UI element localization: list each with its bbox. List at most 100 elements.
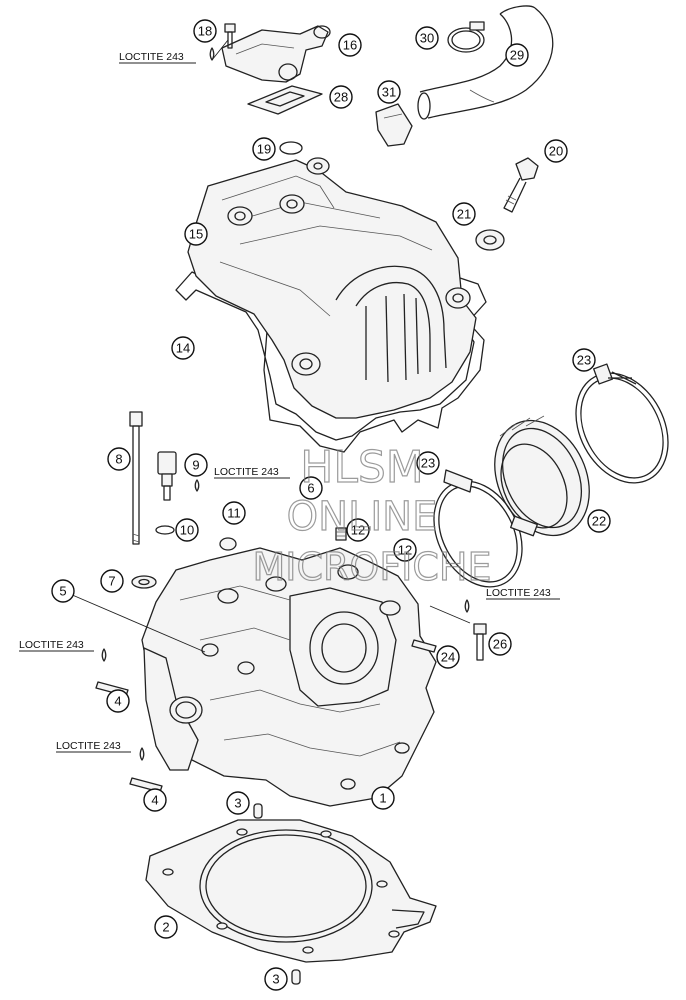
svg-text:29: 29 — [510, 48, 524, 63]
watermark-line-1: HLSM — [300, 442, 424, 493]
callout-9: 9 — [184, 453, 208, 477]
callout-23-lower: 23 — [416, 451, 440, 475]
svg-text:19: 19 — [257, 142, 271, 157]
svg-text:8: 8 — [115, 452, 122, 467]
svg-text:31: 31 — [382, 85, 396, 100]
svg-text:12: 12 — [398, 543, 412, 558]
callout-15: 15 — [184, 222, 208, 246]
callout-7: 7 — [100, 569, 124, 593]
cylinder-head — [141, 537, 437, 807]
washer-7 — [131, 575, 157, 589]
svg-text:23: 23 — [577, 353, 591, 368]
svg-text:6: 6 — [307, 481, 314, 496]
dowel-3-upper — [253, 803, 263, 819]
callout-6: 6 — [299, 476, 323, 500]
loctite-drop-24 — [464, 599, 470, 613]
coolant-hose — [417, 5, 554, 120]
callout-5: 5 — [51, 579, 75, 603]
svg-text:9: 9 — [192, 458, 199, 473]
svg-text:5: 5 — [59, 584, 66, 599]
callout-24: 24 — [436, 645, 460, 669]
callout-18: 18 — [193, 19, 217, 43]
svg-text:10: 10 — [180, 523, 194, 538]
loctite-labels: LOCTITE 243 LOCTITE 243 LOCTITE 243 LOCT… — [19, 51, 560, 753]
o-ring-10 — [155, 525, 175, 535]
callout-29: 29 — [505, 43, 529, 67]
callout-22: 22 — [587, 509, 611, 533]
svg-text:14: 14 — [176, 341, 190, 356]
loctite-drop-4b — [139, 747, 145, 761]
cover-bolt-20 — [503, 157, 539, 213]
loctite-label-4a: LOCTITE 243 — [19, 639, 84, 651]
callout-4-upper: 4 — [106, 689, 130, 713]
intake-flange-22 — [494, 415, 590, 537]
svg-text:21: 21 — [457, 207, 471, 222]
head-gasket — [145, 819, 437, 963]
svg-text:20: 20 — [549, 144, 563, 159]
loctite-label-18: LOCTITE 243 — [119, 51, 184, 63]
temp-sensor-31 — [375, 103, 413, 147]
callouts: 1 2 3 3 4 4 5 6 7 8 9 10 11 12 12 14 15 … — [51, 19, 611, 991]
svg-text:7: 7 — [108, 574, 115, 589]
temp-sensor-9 — [157, 451, 177, 501]
callout-19: 19 — [252, 137, 276, 161]
o-ring-19 — [279, 141, 303, 155]
bolt-26 — [473, 623, 487, 661]
leader-lines — [62, 39, 471, 653]
plug-12 — [335, 527, 347, 541]
loctite-drop-18 — [209, 47, 215, 61]
svg-text:1: 1 — [379, 791, 386, 806]
callout-3-lower: 3 — [264, 967, 288, 991]
svg-text:24: 24 — [441, 650, 455, 665]
svg-text:22: 22 — [592, 514, 606, 529]
callout-10: 10 — [175, 518, 199, 542]
watermark-line-3: MICROFICHE — [252, 545, 491, 589]
svg-text:11: 11 — [227, 506, 241, 521]
long-bolt-8 — [129, 411, 143, 545]
stud-24 — [411, 639, 437, 653]
gasket-28 — [247, 85, 323, 115]
loctite-label-24: LOCTITE 243 — [486, 587, 551, 599]
svg-text:3: 3 — [272, 972, 279, 987]
clamp-23-upper — [575, 363, 669, 484]
hose-clamp-30 — [447, 21, 485, 53]
clamp-23-lower — [433, 469, 538, 588]
callout-26: 26 — [488, 632, 512, 656]
valve-cover — [187, 157, 477, 419]
watermark: HLSM ONLINE MICROFICHE — [252, 441, 492, 589]
callout-12-lower: 12 — [393, 538, 417, 562]
callout-31: 31 — [377, 80, 401, 104]
callout-16: 16 — [338, 33, 362, 57]
svg-text:3: 3 — [234, 796, 241, 811]
callout-20: 20 — [544, 139, 568, 163]
loctite-label-9: LOCTITE 243 — [214, 466, 279, 478]
thermostat-housing — [221, 25, 331, 83]
svg-text:26: 26 — [493, 637, 507, 652]
loctite-drop-4a — [101, 648, 107, 662]
svg-text:16: 16 — [343, 38, 357, 53]
callout-2: 2 — [154, 915, 178, 939]
callout-3-upper: 3 — [226, 791, 250, 815]
callout-14: 14 — [171, 336, 195, 360]
svg-text:30: 30 — [420, 31, 434, 46]
valve-cover-gasket — [175, 271, 487, 453]
dowel-3-lower — [291, 969, 301, 985]
svg-text:15: 15 — [189, 227, 203, 242]
callout-21: 21 — [452, 202, 476, 226]
svg-text:4: 4 — [114, 694, 121, 709]
watermark-line-2: ONLINE — [287, 494, 438, 540]
callout-30: 30 — [415, 26, 439, 50]
callout-11: 11 — [222, 501, 246, 525]
callout-1: 1 — [371, 786, 395, 810]
svg-text:28: 28 — [334, 90, 348, 105]
svg-text:2: 2 — [162, 920, 169, 935]
callout-4-lower: 4 — [143, 788, 167, 812]
callout-8: 8 — [107, 447, 131, 471]
callout-28: 28 — [329, 85, 353, 109]
callout-23-upper: 23 — [572, 348, 596, 372]
callout-12-upper: 12 — [346, 518, 370, 542]
svg-text:23: 23 — [421, 456, 435, 471]
svg-text:18: 18 — [198, 24, 212, 39]
